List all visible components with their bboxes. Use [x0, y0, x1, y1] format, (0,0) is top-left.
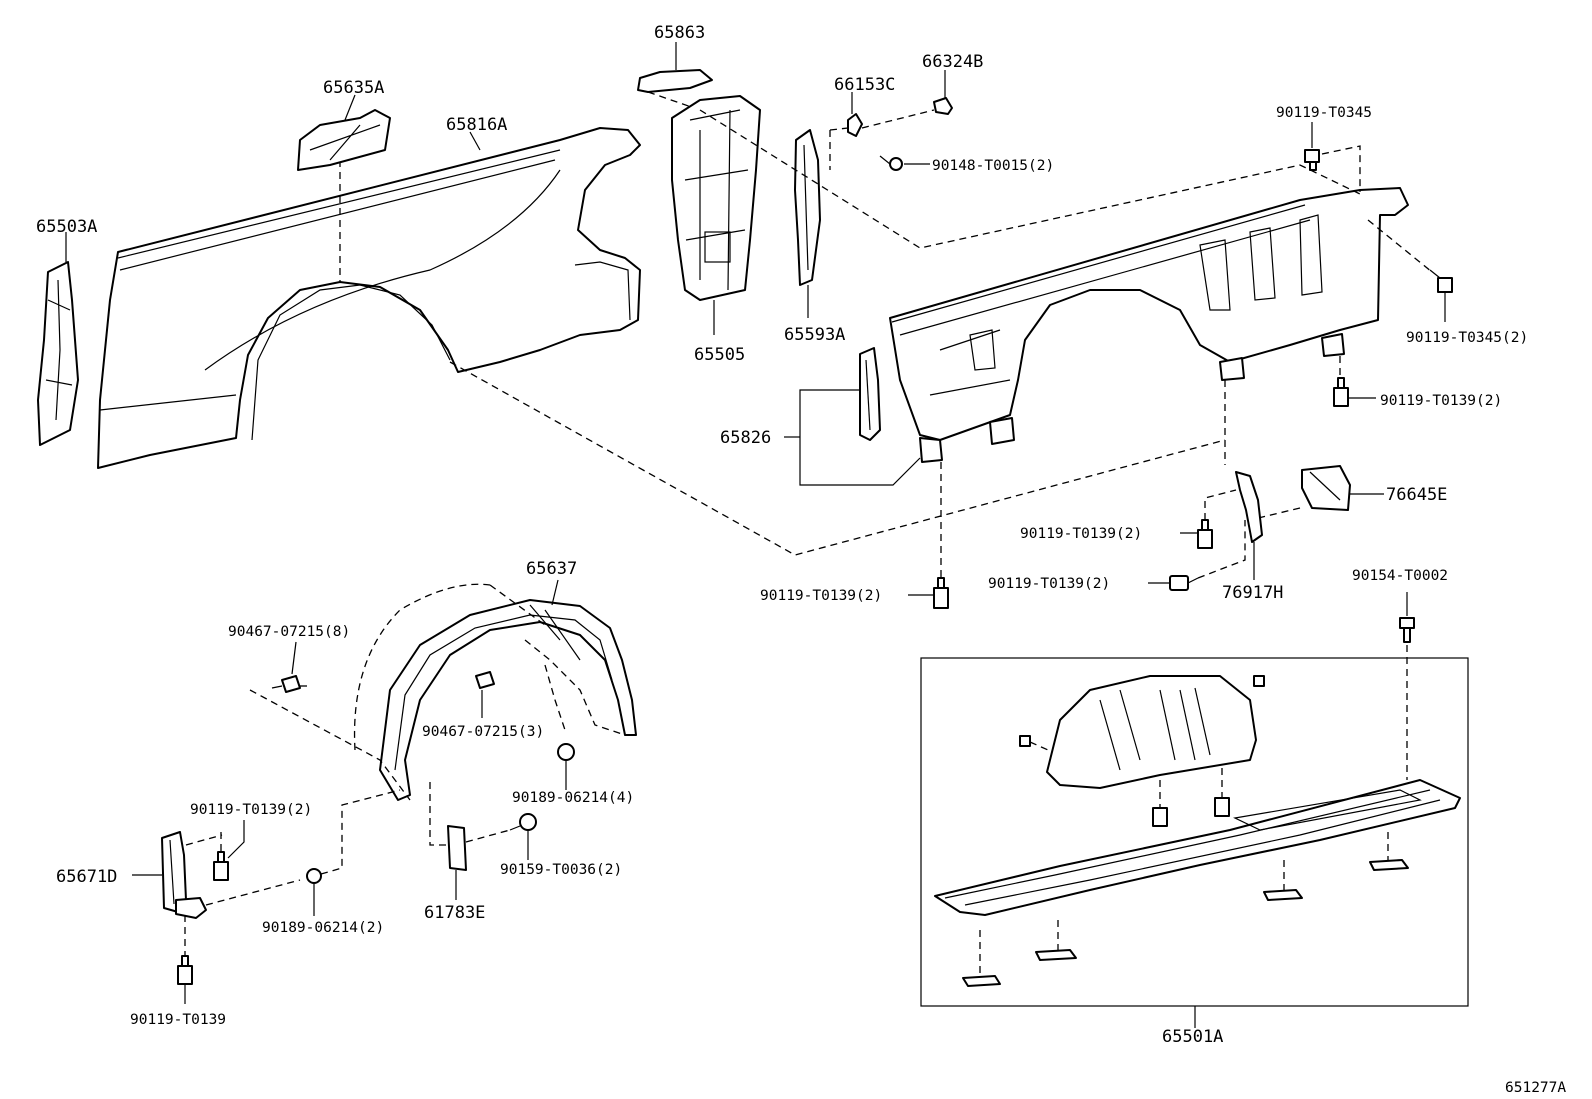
label-65501A: 65501A — [1162, 1027, 1223, 1047]
part-floor-pad-3[interactable] — [1263, 889, 1303, 901]
part-cover-clip-b[interactable] — [1019, 735, 1031, 747]
part-90119-T0139-bolt-right[interactable] — [1333, 377, 1349, 407]
label-90467-07215x3: 90467-07215(3) — [422, 724, 544, 740]
part-floor-pad-2[interactable] — [1035, 949, 1077, 961]
label-90119-T0345x2: 90119-T0345(2) — [1406, 330, 1528, 346]
label-65593A: 65593A — [784, 325, 845, 345]
label-90148-T0015: 90148-T0015(2) — [932, 158, 1054, 174]
part-90467-07215x3-clip[interactable] — [475, 671, 495, 689]
dash-61783E — [429, 782, 448, 846]
label-65503A: 65503A — [36, 217, 97, 237]
part-65501A-bed-floor[interactable] — [934, 779, 1461, 916]
part-cover-nut-b[interactable] — [1214, 797, 1230, 817]
part-90148-T0015-screw[interactable] — [879, 155, 903, 171]
part-65503A-pillar[interactable] — [37, 261, 79, 446]
dash-65637-inner-b — [544, 664, 566, 731]
dash-90467x8-b — [249, 689, 411, 801]
label-66153C: 66153C — [834, 75, 895, 95]
dash-65671D-a — [185, 834, 223, 846]
part-66324B-clip[interactable] — [933, 97, 953, 115]
label-90159-T0036: 90159-T0036(2) — [500, 862, 622, 878]
leader-90467x8 — [291, 641, 297, 675]
leader-65635A — [344, 94, 356, 121]
label-90119-T0139-mid-b: 90119-T0139(2) — [988, 576, 1110, 592]
dash-65637-inner — [489, 584, 626, 736]
part-bed-inner-side[interactable] — [889, 187, 1409, 463]
part-90189-06214x2-nut[interactable] — [306, 868, 322, 884]
leader-65826 — [799, 389, 921, 486]
part-90119-T0139-bolt-mid-a[interactable] — [1197, 519, 1213, 549]
part-66153C-clip[interactable] — [847, 113, 863, 137]
part-90467-07215x8-clip[interactable] — [271, 675, 301, 693]
label-90189-06214x4: 90189-06214(4) — [512, 790, 634, 806]
part-90119-T0345-bolt[interactable] — [1304, 149, 1320, 171]
part-65593A-strip[interactable] — [794, 129, 821, 286]
label-65505: 65505 — [694, 345, 745, 365]
label-90154-T0002: 90154-T0002 — [1352, 568, 1448, 584]
diagram-id: 651277A — [1505, 1080, 1566, 1096]
part-65505-inner-pillar[interactable] — [671, 95, 761, 301]
leader-65637 — [551, 579, 559, 606]
label-65637: 65637 — [526, 559, 577, 579]
part-90119-T0139-bolt-mid-b[interactable] — [1169, 575, 1199, 591]
label-90119-T0139-bed: 90119-T0139(2) — [760, 588, 882, 604]
part-90119-T0139-bolt-bottom[interactable] — [177, 955, 193, 985]
label-90467-07215x8: 90467-07215(8) — [228, 624, 350, 640]
label-65816A: 65816A — [446, 115, 507, 135]
part-wheelhouse-cover[interactable] — [1046, 675, 1257, 789]
dash-90189x2-b — [320, 789, 401, 875]
part-65816A-side-panel[interactable] — [97, 127, 641, 469]
part-90159-T0036-screw[interactable] — [509, 813, 537, 831]
part-90189-06214x4-nut[interactable] — [557, 743, 575, 761]
dash-90119-T0345x2 — [1367, 219, 1433, 273]
label-90119-T0139-left: 90119-T0139(2) — [190, 802, 312, 818]
dash-clip-b — [1029, 741, 1049, 751]
part-61783E-plate[interactable] — [447, 825, 467, 871]
label-76645E: 76645E — [1386, 485, 1447, 505]
label-90119-T0139-right: 90119-T0139(2) — [1380, 393, 1502, 409]
label-90119-T0345: 90119-T0345 — [1276, 105, 1372, 121]
part-cover-nut-a[interactable] — [1152, 807, 1168, 827]
leader-65816A — [469, 131, 481, 151]
part-76645E-bracket[interactable] — [1301, 465, 1351, 511]
part-90119-T0139-bolt-left[interactable] — [213, 851, 229, 881]
dash-65637-outline — [353, 583, 491, 751]
part-76917H-bracket[interactable] — [1235, 471, 1263, 543]
leader-90119-T0139-left — [227, 820, 245, 859]
label-76917H: 76917H — [1222, 583, 1283, 603]
dash-66153C-66324B — [861, 109, 935, 129]
part-90119-T0139-bolt-bed[interactable] — [933, 577, 949, 609]
label-90119-T0139-mid-a: 90119-T0139(2) — [1020, 526, 1142, 542]
part-floor-pad-1[interactable] — [962, 975, 1001, 987]
dash-90159 — [465, 829, 511, 843]
label-65863: 65863 — [654, 23, 705, 43]
part-floor-pad-4[interactable] — [1369, 859, 1409, 871]
label-90119-T0139-bottom: 90119-T0139 — [130, 1012, 226, 1028]
part-90119-T0345x2-bolt[interactable] — [1429, 269, 1453, 293]
part-65863-bracket[interactable] — [637, 69, 713, 93]
label-66324B: 66324B — [922, 52, 983, 72]
dash-90119-T0139-mid-a — [1204, 489, 1237, 520]
dash-66153C-b — [829, 127, 849, 131]
part-65637-wheel-liner[interactable] — [379, 599, 637, 801]
dash-90119-T0139-mid-b — [1197, 520, 1246, 579]
part-65671D-bracket[interactable] — [161, 831, 207, 919]
dash-90119-T0345 — [1321, 145, 1361, 192]
dash-90189x2-a — [205, 879, 301, 906]
label-65826: 65826 — [720, 428, 771, 448]
label-65635A: 65635A — [323, 78, 384, 98]
label-61783E: 61783E — [424, 903, 485, 923]
part-65635A-bracket[interactable] — [297, 109, 391, 171]
label-90189-06214x2: 90189-06214(2) — [262, 920, 384, 936]
part-90154-T0002-bolt[interactable] — [1399, 617, 1415, 643]
label-65671D: 65671D — [56, 867, 117, 887]
part-cover-clip-a[interactable] — [1253, 675, 1265, 687]
dash-65863 — [647, 91, 701, 111]
part-65826-bracket[interactable] — [859, 347, 881, 441]
